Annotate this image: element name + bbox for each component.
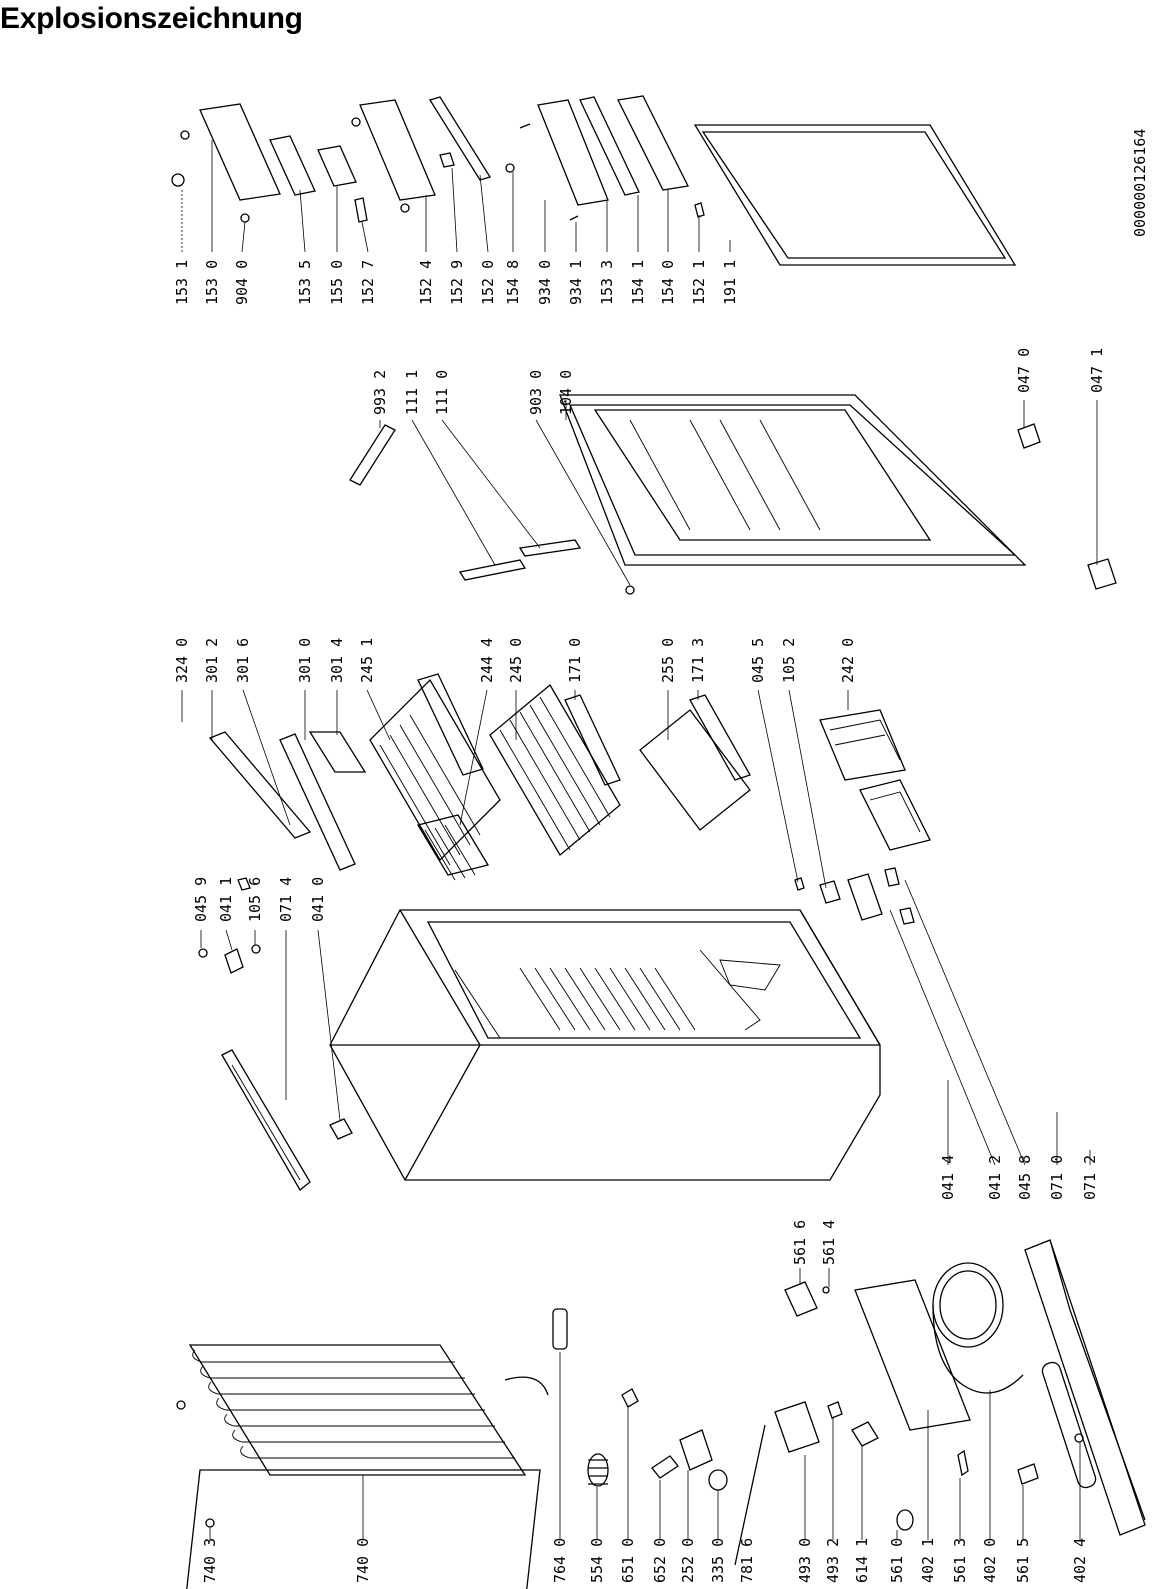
label-152-9: 152 9 <box>448 260 466 305</box>
label-764-0: 764 0 <box>551 1538 569 1583</box>
label-041-0: 041 0 <box>309 877 327 922</box>
label-301-2: 301 2 <box>203 638 221 683</box>
label-903-0: 903 0 <box>527 370 545 415</box>
label-154-0: 154 0 <box>659 260 677 305</box>
label-255-0: 255 0 <box>659 638 677 683</box>
label-554-0: 554 0 <box>588 1538 606 1583</box>
label-071-0: 071 0 <box>1048 1155 1066 1200</box>
label-171-3: 171 3 <box>689 638 707 683</box>
label-152-7: 152 7 <box>359 260 377 305</box>
label-324-0: 324 0 <box>173 638 191 683</box>
label-153-0: 153 0 <box>203 260 221 305</box>
labels-left-column: 740 3 740 0 764 0 554 0 651 0 652 0 252 … <box>201 1538 1089 1583</box>
small-parts-left <box>176 1308 1084 1566</box>
label-493-2: 493 2 <box>824 1538 842 1583</box>
label-493-0: 493 0 <box>796 1538 814 1583</box>
label-993-2: 993 2 <box>371 370 389 415</box>
label-041-2: 041 2 <box>986 1155 1004 1200</box>
label-045-5: 045 5 <box>749 638 767 683</box>
label-301-0: 301 0 <box>296 638 314 683</box>
label-561-6: 561 6 <box>791 1220 809 1265</box>
label-335-0: 335 0 <box>709 1538 727 1583</box>
label-561-5: 561 5 <box>1014 1538 1032 1583</box>
leader-lines <box>181 140 1098 1540</box>
label-171-0: 171 0 <box>566 638 584 683</box>
label-904-0: 904 0 <box>233 260 251 305</box>
label-155-0: 155 0 <box>328 260 346 305</box>
label-245-1: 245 1 <box>358 638 376 683</box>
label-153-5: 153 5 <box>296 260 314 305</box>
label-301-4: 301 4 <box>328 638 346 683</box>
label-152-4: 152 4 <box>417 260 435 305</box>
top-frame <box>198 877 353 1191</box>
label-154-8: 154 8 <box>504 260 522 305</box>
label-153-1: 153 1 <box>173 260 191 305</box>
labels-cabinet-bottom: 041 4 041 2 045 8 071 0 071 2 <box>939 1155 1099 1200</box>
labels-door-parts: 153 1 153 0 904 0 153 5 155 0 152 7 152 … <box>173 260 739 305</box>
label-047-0: 047 0 <box>1015 348 1033 393</box>
label-740-0: 740 0 <box>354 1538 372 1583</box>
label-614-1: 614 1 <box>853 1538 871 1583</box>
condenser <box>186 1469 541 1589</box>
label-191-1: 191 1 <box>721 260 739 305</box>
page-title: Explosionszeichnung <box>0 2 303 35</box>
label-104-0: 104 0 <box>557 370 575 415</box>
label-242-0: 242 0 <box>839 638 857 683</box>
label-071-4: 071 4 <box>277 877 295 922</box>
label-252-0: 252 0 <box>679 1538 697 1583</box>
label-301-6: 301 6 <box>234 638 252 683</box>
label-045-9: 045 9 <box>192 877 210 922</box>
labels-shelves: 324 0 301 2 301 6 301 0 301 4 245 1 244 … <box>173 638 857 683</box>
label-152-0: 152 0 <box>479 260 497 305</box>
condenser-body <box>188 1344 549 1476</box>
labels-mid-lower: 561 6 561 4 <box>791 1220 838 1265</box>
label-245-0: 245 0 <box>507 638 525 683</box>
cabinet <box>329 909 881 1181</box>
label-651-0: 651 0 <box>619 1538 637 1583</box>
label-152-1: 152 1 <box>690 260 708 305</box>
label-402-4: 402 4 <box>1071 1538 1089 1583</box>
door <box>349 394 1117 595</box>
label-561-3: 561 3 <box>951 1538 969 1583</box>
relay <box>784 1281 830 1317</box>
label-402-1: 402 1 <box>919 1538 937 1583</box>
label-047-1: 047 1 <box>1088 348 1106 393</box>
labels-door: 993 2 111 1 111 0 903 0 104 0 047 0 047 … <box>371 348 1106 415</box>
label-154-1: 154 1 <box>629 260 647 305</box>
label-740-3: 740 3 <box>201 1538 219 1583</box>
label-041-4: 041 4 <box>939 1155 957 1200</box>
label-111-0: 111 0 <box>433 370 451 415</box>
label-071-2: 071 2 <box>1081 1155 1099 1200</box>
label-041-1: 041 1 <box>217 877 235 922</box>
label-244-4: 244 4 <box>478 638 496 683</box>
label-781-6: 781 6 <box>738 1538 756 1583</box>
compressor <box>854 1239 1146 1536</box>
label-561-0: 561 0 <box>888 1538 906 1583</box>
label-934-0: 934 0 <box>536 260 554 305</box>
label-561-4: 561 4 <box>820 1220 838 1265</box>
label-105-6: 105 6 <box>246 877 264 922</box>
label-045-8: 045 8 <box>1016 1155 1034 1200</box>
label-111-1: 111 1 <box>403 370 421 415</box>
labels-cabinet-top: 045 9 041 1 105 6 071 4 041 0 <box>192 877 327 922</box>
label-402-0: 402 0 <box>981 1538 999 1583</box>
label-652-0: 652 0 <box>651 1538 669 1583</box>
label-105-2: 105 2 <box>780 638 798 683</box>
document-number: 000000126164 <box>1131 129 1149 237</box>
door-shelves <box>171 95 1017 266</box>
label-934-1: 934 1 <box>567 260 585 305</box>
label-153-3: 153 3 <box>598 260 616 305</box>
